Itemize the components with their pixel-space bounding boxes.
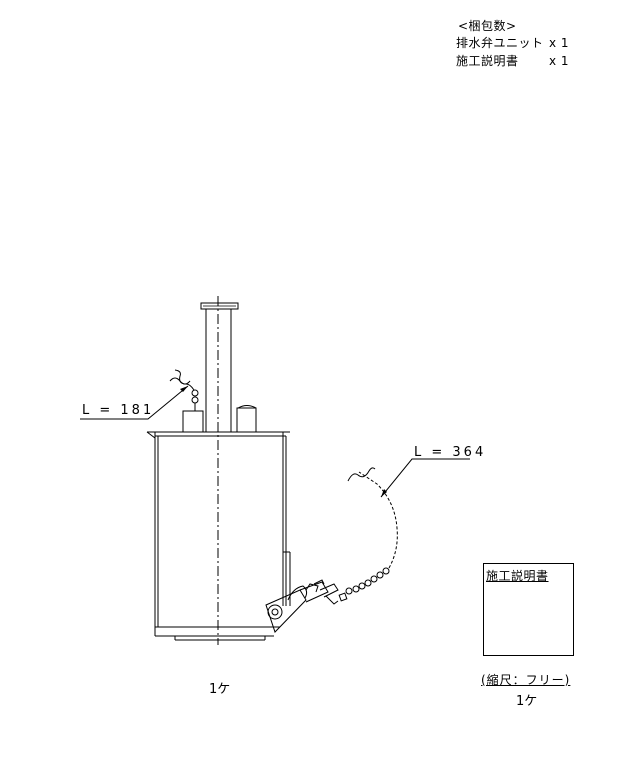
packing-item-qty: x 1 (549, 54, 570, 68)
packing-item-name: 施工説明書 (456, 54, 519, 68)
scale-label: (縮尺：フリー) (481, 673, 571, 687)
valve-cap-right (236, 407, 257, 433)
upper-leader (80, 385, 189, 420)
lower-leader (380, 458, 470, 498)
manual-box-title: 施工説明書 (486, 569, 549, 583)
lever-mechanism (265, 579, 348, 633)
packing-title: <梱包数> (458, 19, 517, 33)
tank-body (146, 431, 291, 641)
lower-chain (345, 467, 398, 595)
valve-cap-left (182, 410, 204, 433)
manual-box: 施工説明書 (483, 563, 574, 656)
lower-chain-length-label: L = 364 (414, 445, 487, 460)
manual-quantity-label: 1ケ (516, 694, 538, 709)
unit-quantity-label: 1ケ (209, 682, 231, 697)
upper-chain-length-label: L = 181 (82, 403, 155, 418)
packing-item-qty: x 1 (549, 36, 570, 50)
packing-item-name: 排水弁ユニット (456, 36, 544, 50)
upper-chain (169, 369, 199, 411)
overflow-pipe (200, 302, 239, 432)
